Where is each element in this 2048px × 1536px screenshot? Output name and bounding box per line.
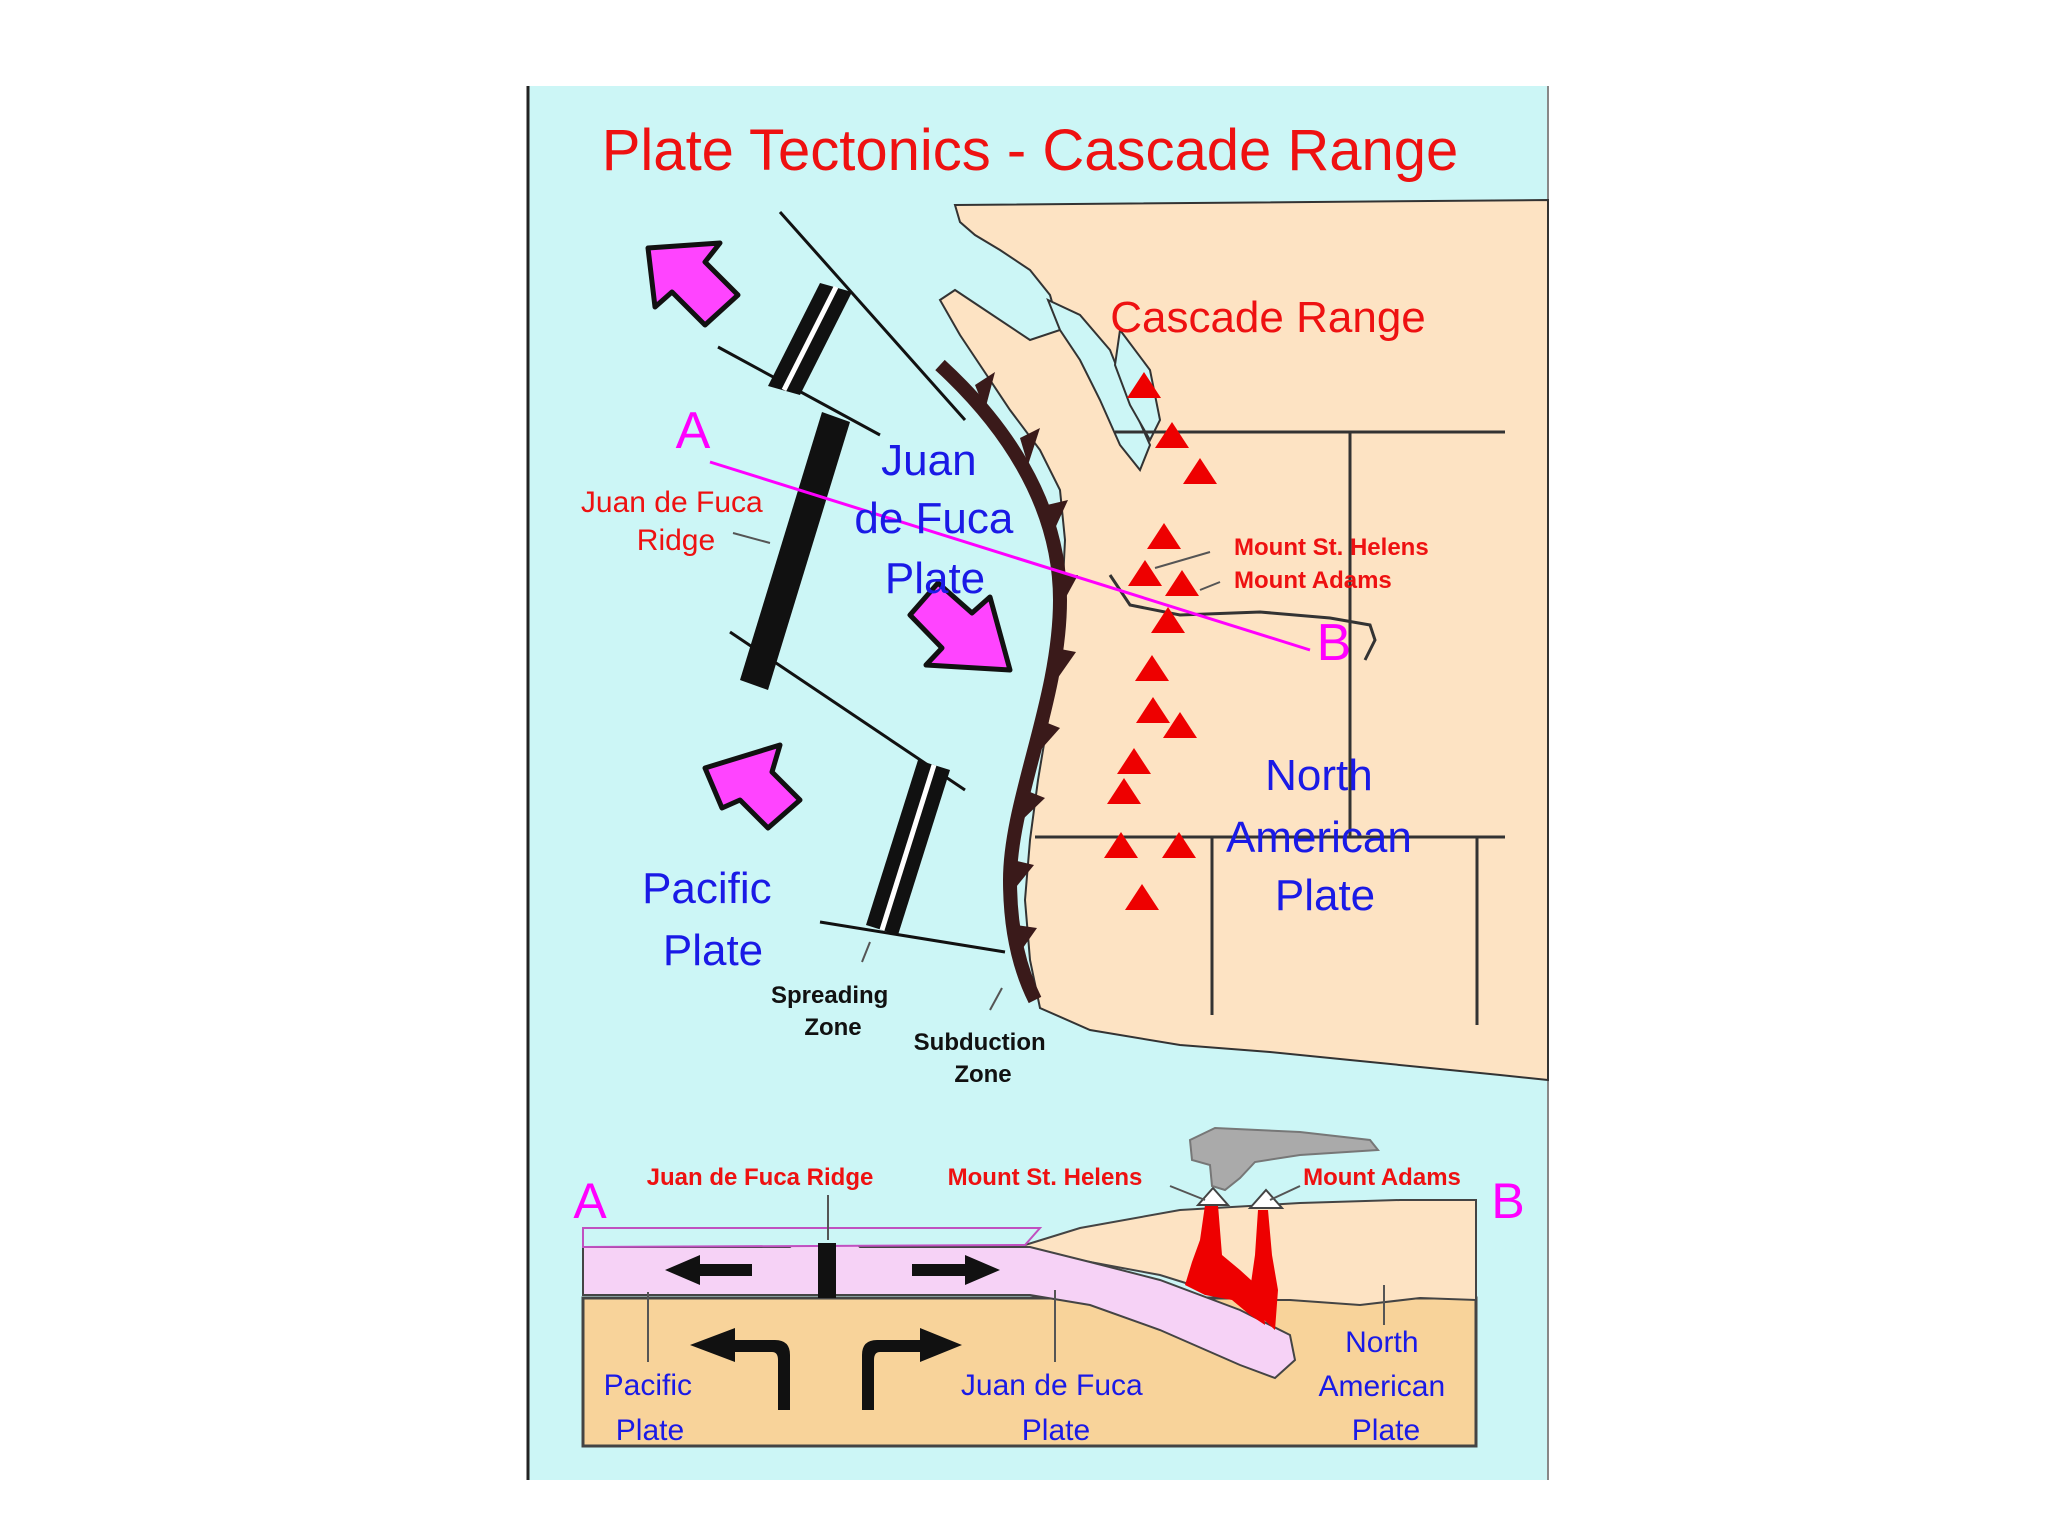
plate-motion-arrows [645,240,1013,831]
volcano-mount-st-helens [1128,560,1162,586]
volcano-marker [1162,832,1196,858]
pacific-plate-label: Pacific Plate [642,864,784,975]
volcano-marker [1163,712,1197,738]
cross-section-juan-de-fuca-plate-label: Juan de Fuca Plate [961,1369,1151,1447]
volcano-marker [1147,523,1181,549]
ocean-water-layer [582,1227,1043,1249]
continental-crust [1024,1199,1477,1307]
cross-section-pacific-plate-label-line: Pacific [604,1369,692,1402]
map-mount-adams-label: Mount Adams [1234,567,1392,594]
subduction-zone-label-line: Subduction [914,1029,1046,1056]
mantle [581,1296,1478,1448]
pacific-plate-motion-arrow-nw [702,742,803,831]
volcano-marker [1125,884,1159,910]
spreading-ridge [717,211,1006,954]
cross-section-north-american-plate-label-line: North [1345,1326,1418,1359]
crust-arrow-left [665,1255,752,1285]
volcano-marker [1104,832,1138,858]
cross-section-north-american-plate-label-line: American [1318,1370,1445,1403]
juan-de-fuca-plate-motion-arrow-se [907,580,1013,673]
volcano-marker [1107,778,1141,804]
cross-section-mount-st-helens-label: Mount St. Helens [948,1164,1143,1191]
volcano-marker [1135,655,1169,681]
cross-section-north-american-plate-label: North American Plate [1318,1326,1453,1447]
juan-de-fuca-plate-label-line: Plate [885,554,985,603]
juan-de-fuca-plate-label: Juan de Fuca Plate [854,436,1025,603]
cross-section-juan-de-fuca-plate-label-line: Plate [1022,1414,1090,1447]
volcano-marker [1183,458,1217,484]
cross-section-ridge-label: Juan de Fuca Ridge [647,1164,874,1191]
spreading-zone-label-line: Spreading [771,982,888,1009]
pacific-plate-label-line: Pacific [642,864,772,913]
north-american-plate-label-line: North [1265,751,1373,800]
north-american-plate-label: North American Plate [1226,751,1424,920]
cross-section-pacific-plate-label: Pacific Plate [604,1369,701,1447]
cross-section-leader-lines [647,1185,1385,1362]
juan-de-fuca-plate-label-line: Juan [881,436,976,485]
subduction-trench [935,359,1078,1004]
cross-section [581,1126,1478,1448]
ash-cloud [1188,1126,1380,1192]
state-boundaries [1035,430,1505,1025]
cross-section-north-american-plate-label-line: Plate [1352,1414,1420,1447]
pacific-plate-label-line: Plate [663,926,763,975]
convection-arrow-left [690,1328,790,1410]
volcano-marker [1155,422,1189,448]
section-line-a-b [709,460,1311,652]
convection-arrow-right [862,1328,962,1410]
magma-chamber-adams [1250,1210,1278,1330]
cascade-range-label: Cascade Range [1110,293,1426,342]
volcano-marker [1151,607,1185,633]
spreading-zone-label-line: Zone [804,1014,861,1041]
map-leader-lines [732,532,1221,1011]
cross-section-point-b: B [1491,1173,1524,1229]
map-ridge-label-line: Ridge [637,524,715,557]
subduction-zone-label: Subduction Zone [914,1029,1053,1088]
map-ridge-label: Juan de Fuca Ridge [581,486,771,557]
volcano-mount-adams [1165,570,1199,596]
north-american-plate-label-line: Plate [1275,871,1375,920]
map-mount-st-helens-label: Mount St. Helens [1234,534,1429,561]
cross-section-point-a: A [573,1173,607,1229]
spreading-zone-label: Spreading Zone [771,982,895,1041]
juan-de-fuca-plate-label-line: de Fuca [854,494,1014,543]
volcano-marker [1117,748,1151,774]
north-american-plate-label-line: American [1226,813,1412,862]
juan-de-fuca-ridge-motion-arrow-nw [645,240,741,328]
cross-section-juan-de-fuca-plate-label-line: Juan de Fuca [961,1369,1143,1402]
volcano-marker [1127,372,1161,398]
point-a-label: A [676,402,711,460]
page-title: Plate Tectonics - Cascade Range [602,118,1459,183]
cross-section-pacific-plate-label-line: Plate [616,1414,684,1447]
volcano-marker [1136,697,1170,723]
magma-chamber-st-helens [1185,1205,1265,1325]
cascade-volcanoes [1104,372,1217,910]
cross-section-volcano-st-helens [1195,1186,1231,1206]
point-b-label: B [1317,614,1352,672]
subduction-zone-label-line: Zone [954,1061,1011,1088]
ridge-dike [818,1243,836,1298]
cross-section-mount-adams-label: Mount Adams [1303,1164,1461,1191]
crust-arrow-right [912,1255,1000,1285]
puget-sound [1046,298,1152,472]
map-ridge-label-line: Juan de Fuca [581,486,763,519]
